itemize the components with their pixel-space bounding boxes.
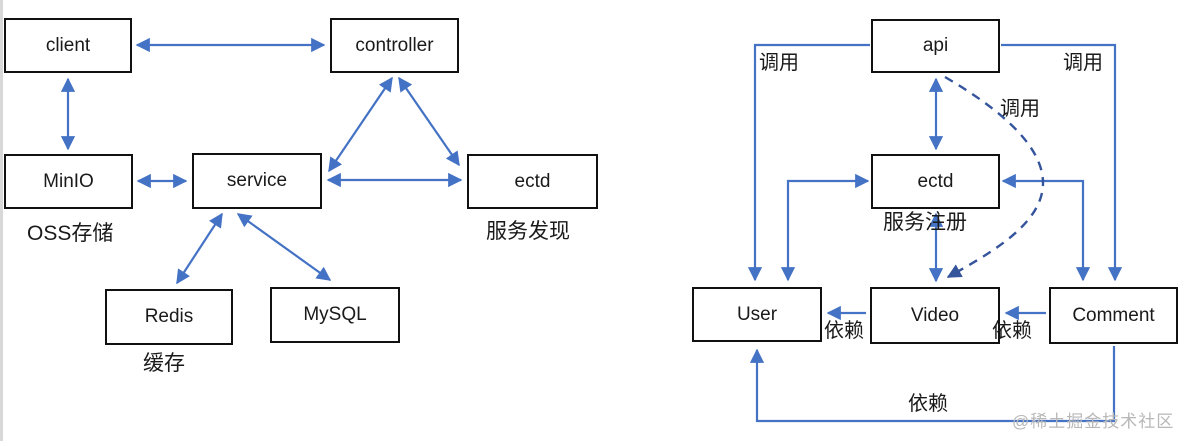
label-call-left: 调用 — [759, 52, 799, 74]
node-minio-label: MinIO — [43, 170, 94, 192]
label-depend-user-video: 依赖 — [824, 320, 864, 342]
node-redis: Redis — [105, 289, 233, 345]
watermark-text: @稀土掘金技术社区 — [1012, 412, 1175, 431]
label-service-register: 服务注册 — [883, 211, 967, 234]
edge-service-mysql — [236, 213, 332, 281]
node-ectd-left-label: ectd — [514, 170, 551, 192]
edge-ectd-comment — [1001, 173, 1091, 282]
edge-api-comment — [1001, 43, 1123, 282]
edge-service-redis — [176, 212, 223, 285]
edge-api-user — [747, 43, 870, 282]
node-client: client — [4, 18, 132, 73]
edge-controller-service — [328, 76, 393, 173]
node-comment: Comment — [1049, 287, 1178, 344]
node-service: service — [192, 153, 322, 209]
label-oss-storage: OSS存储 — [27, 222, 114, 245]
node-api: api — [871, 19, 1000, 73]
node-video: Video — [870, 287, 1000, 344]
node-video-label: Video — [910, 304, 960, 326]
node-mysql-label: MySQL — [303, 304, 367, 325]
node-mysql: MySQL — [270, 287, 400, 343]
page-left-edge — [0, 0, 3, 441]
label-depend-bottom: 依赖 — [908, 393, 948, 415]
label-call-right: 调用 — [1063, 52, 1103, 74]
edge-api-video-dashed — [944, 75, 1045, 279]
label-cache: 缓存 — [143, 352, 185, 375]
node-controller-label: controller — [355, 34, 434, 56]
label-call-dashed: 调用 — [1000, 98, 1040, 120]
label-service-discovery: 服务发现 — [486, 220, 570, 243]
node-api-label: api — [922, 35, 949, 56]
node-ectd-right-label: ectd — [917, 170, 954, 192]
node-controller: controller — [330, 18, 459, 73]
label-depend-video-comment: 依赖 — [992, 320, 1032, 342]
edge-comment-user-loop — [749, 346, 1116, 423]
node-user-label: User — [736, 303, 778, 325]
node-user: User — [692, 287, 822, 342]
node-comment-label: Comment — [1072, 304, 1155, 326]
node-ectd-left: ectd — [467, 154, 598, 209]
edge-ectd-user — [780, 173, 870, 282]
edge-controller-ectd — [398, 76, 460, 167]
node-redis-label: Redis — [144, 306, 194, 327]
node-client-label: client — [45, 34, 91, 56]
node-minio: MinIO — [4, 154, 133, 209]
node-service-label: service — [226, 170, 288, 191]
node-ectd-right: ectd — [871, 154, 1000, 209]
